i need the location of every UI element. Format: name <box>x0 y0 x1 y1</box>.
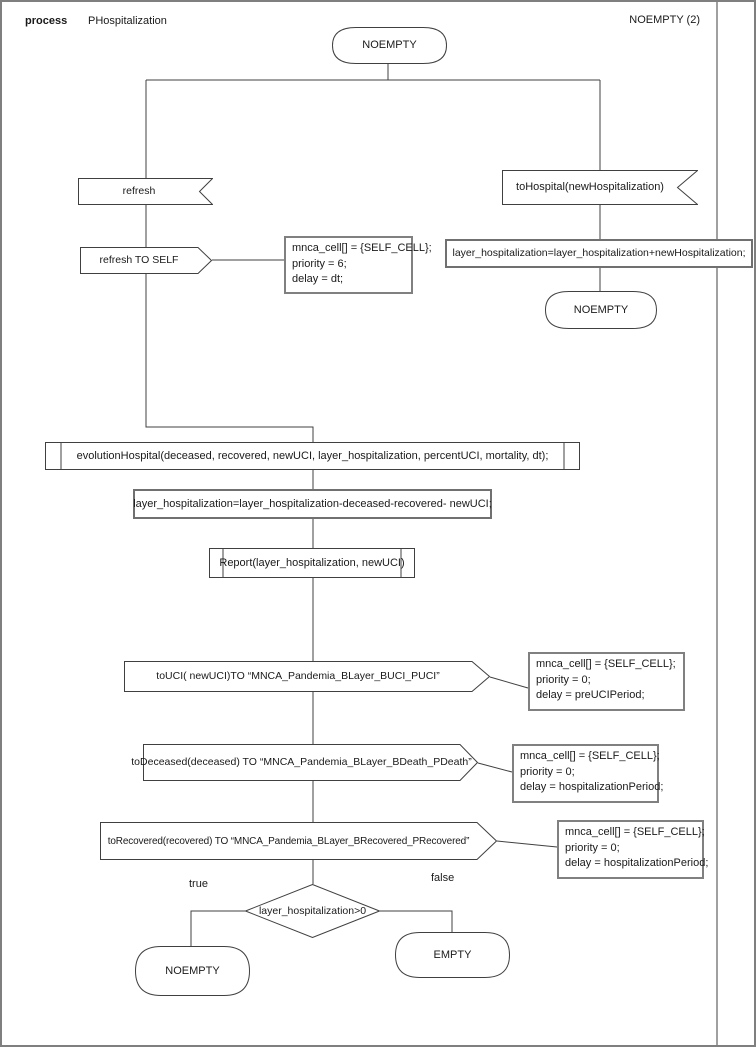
state-outline <box>332 27 447 64</box>
input-signal-outline <box>502 170 698 205</box>
output-signal-torecovered[interactable]: toRecovered(recovered) TO “MNCA_Pandemia… <box>100 822 497 860</box>
procedure-label: evolutionHospital(deceased, recovered, n… <box>76 449 549 462</box>
output-signal-label: toDeceased(deceased) TO “MNCA_Pandemia_B… <box>131 756 472 768</box>
task-label: layer_hospitalization=layer_hospitalizat… <box>133 497 492 510</box>
header-process-keyword: process <box>25 15 68 27</box>
header-process-name: PHospitalization <box>88 15 167 27</box>
state-label: EMPTY <box>433 948 472 961</box>
comment-line: priority = 0; <box>520 765 575 778</box>
header-page-label: NOEMPTY (2) <box>629 14 700 26</box>
output-signal-outline <box>100 822 497 860</box>
output-signal-label: toRecovered(recovered) TO “MNCA_Pandemia… <box>107 835 470 847</box>
comment-line: delay = hospitalizationPeriod; <box>520 781 664 793</box>
procedure-outline <box>45 442 580 470</box>
state-label: NOEMPTY <box>362 39 417 51</box>
comment-line: delay = preUCIPeriod; <box>536 689 645 701</box>
comment-line: delay = hospitalizationPeriod; <box>565 857 709 869</box>
output-signal-todeceased[interactable]: toDeceased(deceased) TO “MNCA_Pandemia_B… <box>131 744 478 781</box>
comment-todeceased-params[interactable]: mnca_cell[] = {SELF_CELL}; priority = 0;… <box>512 744 664 803</box>
comment-line: priority = 0; <box>536 673 591 686</box>
state-label: NOEMPTY <box>165 964 220 977</box>
output-signal-refresh-to-self[interactable]: refresh TO SELF <box>80 247 212 274</box>
decision-label: layer_hospitalization>0 <box>258 904 367 917</box>
input-signal-refresh[interactable]: refresh <box>78 178 213 205</box>
output-signal-touci[interactable]: toUCI( newUCI)TO “MNCA_Pandemia_BLayer_B… <box>124 661 490 692</box>
decision-layer-hospitalization[interactable]: layer_hospitalization>0 <box>245 884 380 938</box>
comment-refresh-params[interactable]: mnca_cell[] = {SELF_CELL}; priority = 6;… <box>284 236 432 294</box>
edge-output-to-evolution <box>145 274 314 442</box>
comment-touci-params[interactable]: mnca_cell[] = {SELF_CELL}; priority = 0;… <box>528 652 685 711</box>
task-add-hospitalization[interactable]: layer_hospitalization=layer_hospitalizat… <box>445 239 753 268</box>
output-signal-label: toUCI( newUCI)TO “MNCA_Pandemia_BLayer_B… <box>156 670 440 682</box>
input-signal-tohospital[interactable]: toHospital(newHospitalization) <box>502 170 698 205</box>
decision-outline <box>245 884 380 938</box>
comment-line: delay = dt; <box>292 273 344 285</box>
task-subtract-hospitalization[interactable]: layer_hospitalization=layer_hospitalizat… <box>133 489 492 519</box>
edge-comment-link-torecovered <box>496 840 558 848</box>
comment-line: priority = 6; <box>292 257 347 270</box>
procedure-label: Report(layer_hospitalization, newUCI) <box>219 556 405 569</box>
output-signal-label: refresh TO SELF <box>99 254 179 266</box>
procedure-evolution-hospital[interactable]: evolutionHospital(deceased, recovered, n… <box>45 442 580 470</box>
output-signal-outline <box>143 744 478 781</box>
task-label: layer_hospitalization=layer_hospitalizat… <box>452 247 746 259</box>
comment-line: mnca_cell[] = {SELF_CELL}; <box>520 750 660 762</box>
comment-line: priority = 0; <box>565 841 620 854</box>
comment-line: mnca_cell[] = {SELF_CELL}; <box>292 242 432 254</box>
state-outline <box>545 291 657 329</box>
edge-comment-link-todeceased <box>477 762 513 773</box>
state-noempty-right[interactable]: NOEMPTY <box>545 291 657 329</box>
state-outline <box>135 946 250 996</box>
input-signal-label: toHospital(newHospitalization) <box>516 181 664 193</box>
procedure-outline <box>209 548 415 578</box>
state-label: NOEMPTY <box>573 303 629 316</box>
edge-false-branch <box>380 910 453 932</box>
state-outline <box>395 932 510 978</box>
input-signal-outline <box>78 178 213 205</box>
state-noempty-bottom[interactable]: NOEMPTY <box>135 946 250 996</box>
procedure-report[interactable]: Report(layer_hospitalization, newUCI) <box>209 548 415 578</box>
state-noempty-top[interactable]: NOEMPTY <box>332 27 447 64</box>
edge-comment-link-touci <box>489 676 529 689</box>
input-signal-label: refresh <box>122 185 156 197</box>
edge-true-branch <box>190 910 245 946</box>
comment-line: mnca_cell[] = {SELF_CELL}; <box>565 826 705 838</box>
state-empty-bottom[interactable]: EMPTY <box>395 932 510 978</box>
label-false: false <box>431 872 455 884</box>
comment-line: mnca_cell[] = {SELF_CELL}; <box>536 658 676 670</box>
comment-torecovered-params[interactable]: mnca_cell[] = {SELF_CELL}; priority = 0;… <box>557 820 709 879</box>
label-true: true <box>189 878 208 890</box>
output-signal-outline <box>124 661 490 692</box>
output-signal-outline <box>80 247 212 274</box>
